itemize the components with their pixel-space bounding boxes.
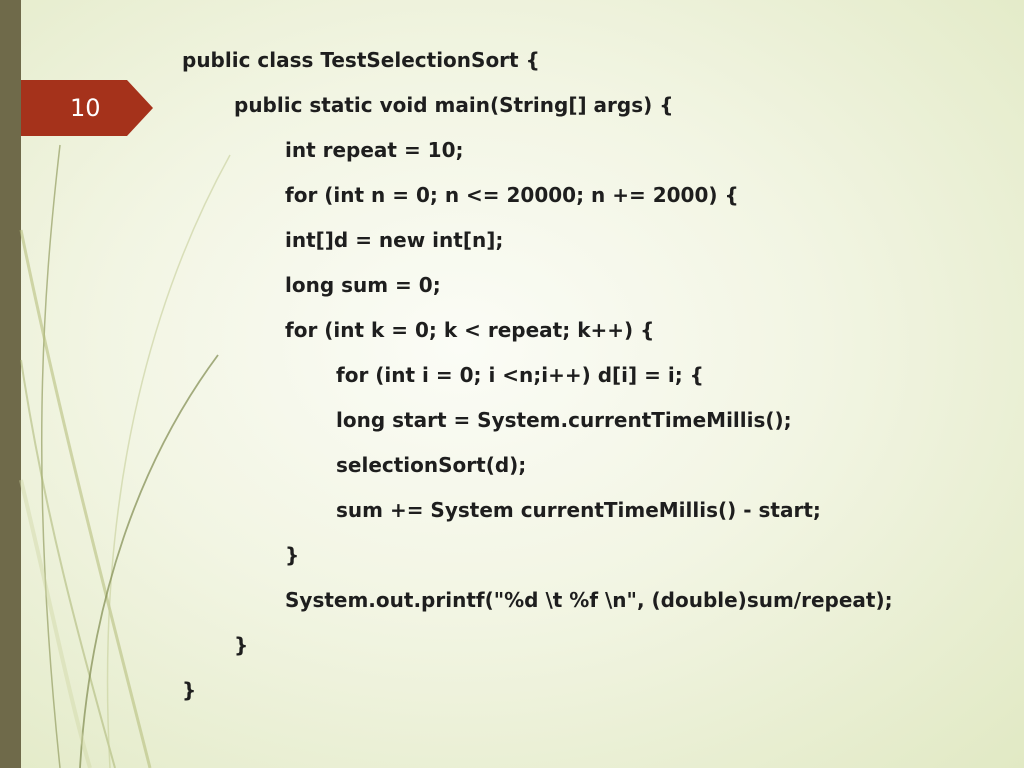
code-line: sum += System currentTimeMillis() - star… [336, 498, 821, 522]
grass-stroke [19, 479, 92, 768]
code-line: } [234, 633, 249, 657]
code-line: public class TestSelectionSort { [182, 48, 540, 72]
grass-stroke [20, 359, 116, 768]
code-line: selectionSort(d); [336, 453, 527, 477]
page-tab-arrow-shape [21, 80, 153, 136]
code-line: } [285, 543, 300, 567]
code-line: int[]d = new int[n]; [285, 228, 504, 252]
code-line: for (int i = 0; i <n;i++) d[i] = i; { [336, 363, 704, 387]
code-line: long sum = 0; [285, 273, 441, 297]
page-number: 10 [70, 94, 101, 122]
code-line: } [182, 678, 197, 702]
page-number-tab: 10 [21, 80, 153, 136]
grass-stroke [41, 144, 61, 768]
code-line: int repeat = 10; [285, 138, 464, 162]
code-line: for (int n = 0; n <= 20000; n += 2000) { [285, 183, 739, 207]
code-line: long start = System.currentTimeMillis(); [336, 408, 792, 432]
code-block: public class TestSelectionSort { public s… [182, 38, 1002, 713]
code-line: for (int k = 0; k < repeat; k++) { [285, 318, 655, 342]
left-accent-bar [0, 0, 21, 768]
grass-stroke [19, 229, 152, 768]
code-line: public static void main(String[] args) { [234, 93, 674, 117]
code-line: System.out.printf("%d \t %f \n", (double… [285, 588, 893, 612]
